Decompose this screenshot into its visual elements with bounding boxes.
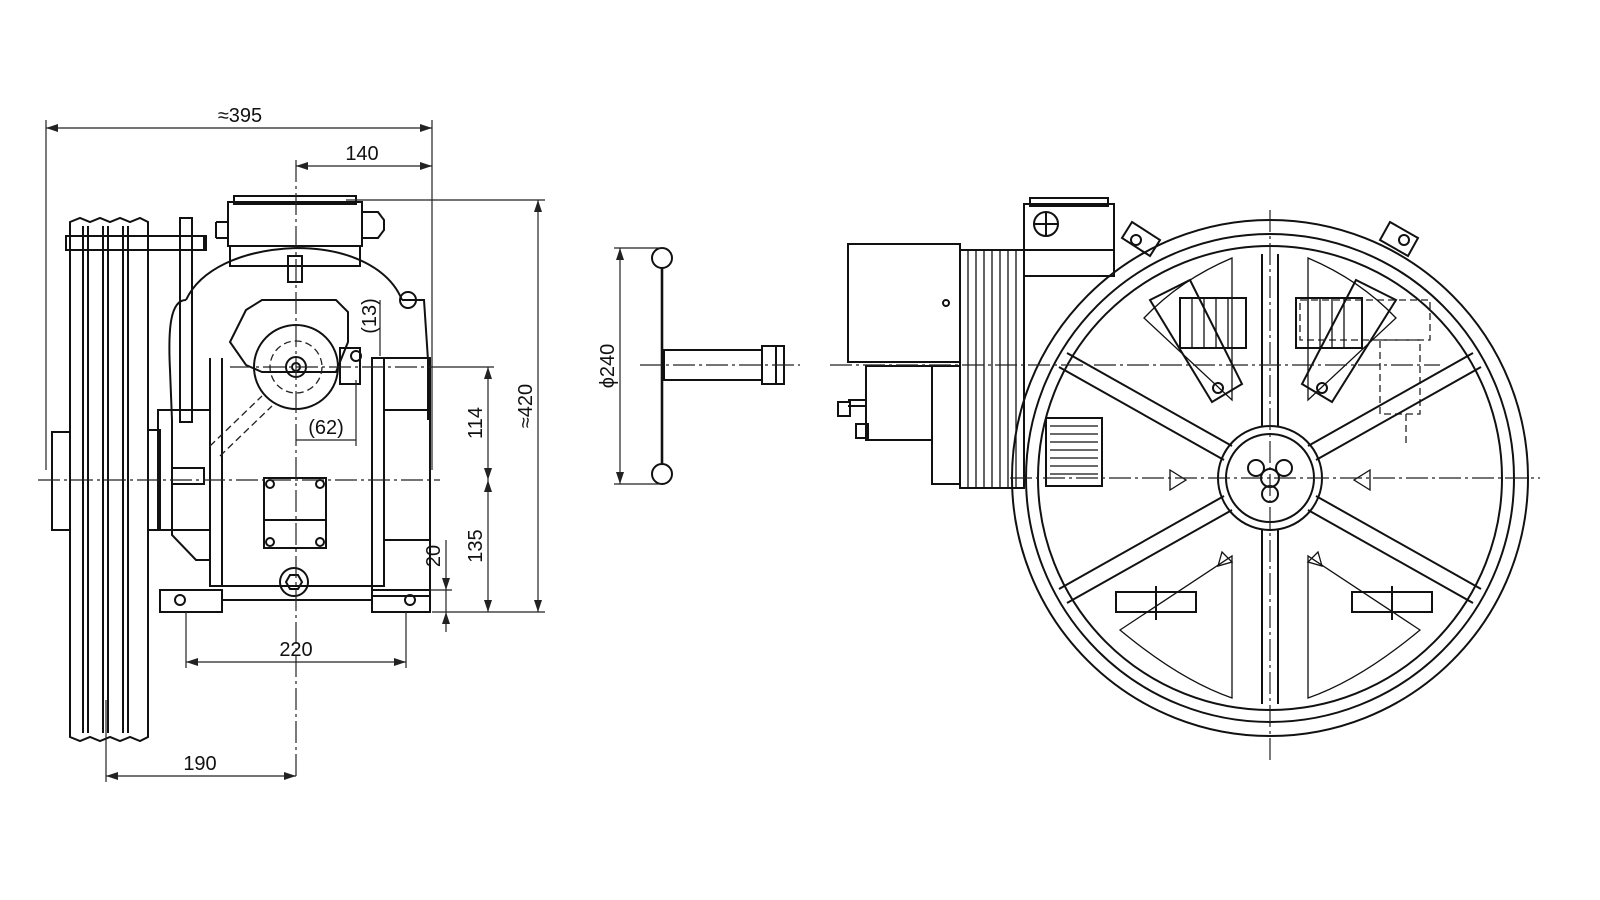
offset-13-label: (13) — [359, 298, 381, 334]
dim-overall-width: ≈395 — [45, 105, 433, 470]
handwheel-view: ϕ240 — [597, 247, 800, 485]
brake-arm-right — [1300, 220, 1420, 404]
pulley-offset-label: 190 — [183, 753, 216, 775]
cooling-fins — [959, 249, 1025, 489]
terminal-box — [1023, 197, 1115, 277]
brake-arm-left — [1120, 220, 1244, 404]
front-view-centerlines — [830, 210, 1540, 760]
dim-center-height-lower: 135 — [465, 480, 492, 612]
front-view — [830, 197, 1540, 760]
dim-pulley-offset: 190 — [105, 700, 296, 782]
overall-width-label: ≈395 — [218, 105, 262, 127]
overall-height-label: ≈420 — [515, 384, 537, 428]
center-height-lower-label: 135 — [465, 529, 487, 562]
dim-foot-thickness: 20 — [423, 540, 452, 632]
handwheel-diameter-label: ϕ240 — [597, 344, 619, 389]
dim-reference-offsets: (13) (62) — [296, 298, 381, 446]
dim-shaft-to-right: 140 — [296, 143, 432, 170]
side-view: ≈395 140 ≈420 114 135 — [38, 105, 545, 782]
shaft-to-right-label: 140 — [345, 143, 378, 165]
center-height-upper-label: 114 — [465, 407, 487, 439]
foot-span-label: 220 — [279, 639, 312, 661]
dim-center-height-upper: 114 — [430, 366, 494, 480]
belt-guard-bracket — [65, 217, 207, 423]
foot-thickness-label: 20 — [423, 545, 445, 567]
offset-62-label: (62) — [308, 417, 344, 439]
internal-mechanism — [1045, 297, 1433, 620]
gearbox-housing — [157, 195, 431, 613]
motor-block — [837, 243, 961, 485]
dim-foot-span: 220 — [185, 612, 407, 668]
side-view-centerlines — [38, 160, 440, 780]
